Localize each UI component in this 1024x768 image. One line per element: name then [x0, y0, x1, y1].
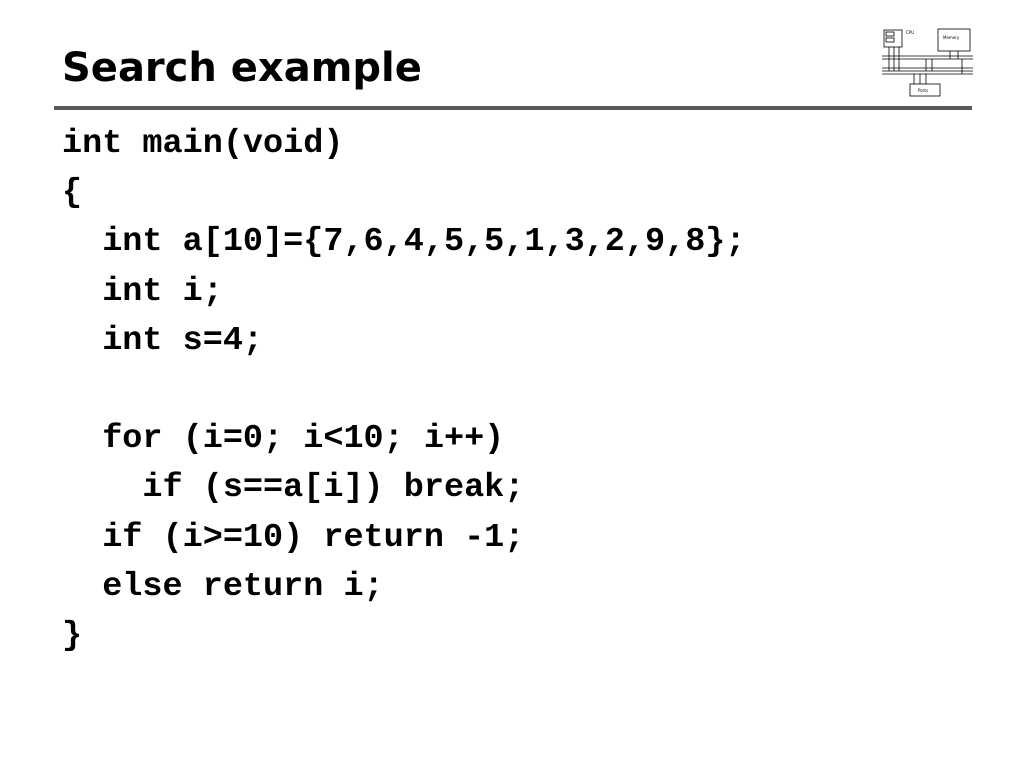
code-line: else return i;: [62, 567, 384, 606]
code-block: int main(void) { int a[10]={7,6,4,5,5,1,…: [62, 120, 746, 661]
code-line: int i;: [62, 272, 223, 311]
logo-ports-label: Ports: [918, 88, 928, 93]
title-divider: [54, 106, 972, 110]
code-line: int main(void): [62, 125, 344, 163]
computer-architecture-diagram-icon: CPU Memory Ports: [882, 28, 973, 97]
logo-cpu-label: CPU: [906, 30, 914, 35]
logo-memory-label: Memory: [943, 35, 960, 40]
slide-title: Search example: [62, 45, 422, 91]
code-line: for (i=0; i<10; i++): [62, 420, 505, 459]
code-line: [62, 366, 746, 415]
code-line: {: [62, 174, 83, 213]
code-line: }: [62, 616, 83, 655]
code-line: int s=4;: [62, 321, 264, 360]
code-line: if (i>=10) return -1;: [62, 518, 525, 557]
code-line: int a[10]={7,6,4,5,5,1,3,2,9,8};: [62, 223, 746, 262]
code-line: if (s==a[i]) break;: [62, 469, 525, 508]
